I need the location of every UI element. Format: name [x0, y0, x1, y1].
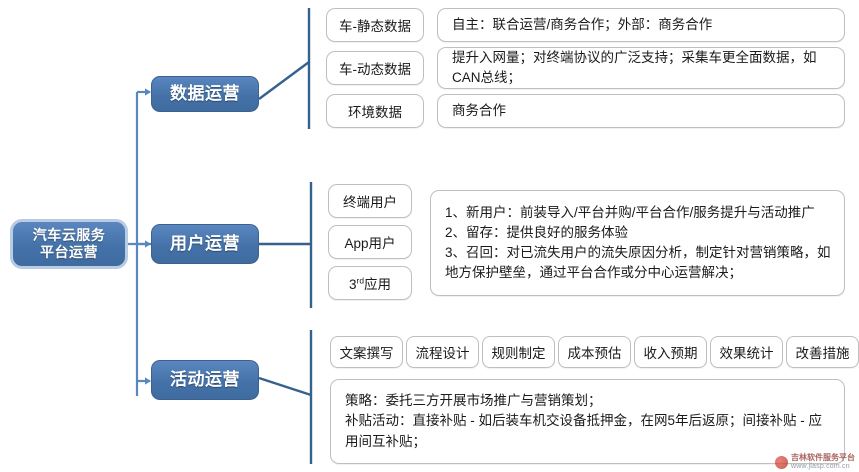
tag-vehicle-static-data-label: 车-静态数据: [339, 19, 411, 34]
chip-revenue-forecast-label: 收入预期: [643, 346, 698, 361]
node-data-operations-label: 数据运营: [170, 83, 240, 103]
connector-group-3-diagonal: [258, 376, 312, 397]
tag-environment-data-label: 环境数据: [348, 105, 402, 120]
detail-vehicle-dynamic-data: 提升入网量；对终端协议的广泛支持；采集车更全面数据，如CAN总线；: [437, 47, 845, 89]
node-root[interactable]: 汽车云服务 平台运营: [10, 219, 128, 269]
chip-improvement-measures[interactable]: 改善措施: [786, 336, 859, 368]
tag-terminal-user-label: 终端用户: [343, 195, 397, 210]
watermark-text: 吉林软件服务平台 www.jlasp.com.cn: [791, 453, 855, 470]
tag-app-user-label: App用户: [344, 236, 396, 251]
chip-improvement-measures-label: 改善措施: [795, 346, 850, 361]
tag-third-party-app-sup: rd: [356, 275, 364, 286]
tag-app-user[interactable]: App用户: [328, 225, 412, 259]
detail-vehicle-dynamic-data-text: 提升入网量；对终端协议的广泛支持；采集车更全面数据，如CAN总线；: [452, 49, 817, 85]
tag-environment-data[interactable]: 环境数据: [326, 94, 424, 128]
tag-third-party-app-prefix: 3: [349, 277, 357, 292]
detail-campaign-operations-text: 策略：委托三方开展市场推广与营销策划； 补贴活动：直接补贴 - 如后装车机交设备…: [345, 393, 823, 449]
chip-copywriting-label: 文案撰写: [339, 346, 394, 361]
tag-vehicle-dynamic-data-label: 车-动态数据: [339, 62, 411, 77]
chip-process-design[interactable]: 流程设计: [406, 336, 479, 368]
detail-environment-data-text: 商务合作: [452, 102, 506, 118]
detail-vehicle-static-data-text: 自主：联合运营/商务合作；外部：商务合作: [452, 16, 713, 32]
chip-rule-making-label: 规则制定: [491, 346, 546, 361]
chip-effect-statistics-label: 效果统计: [719, 346, 774, 361]
tag-third-party-app-suffix: 应用: [363, 277, 391, 292]
chip-process-design-label: 流程设计: [415, 346, 470, 361]
node-root-label: 汽车云服务 平台运营: [32, 226, 106, 260]
detail-environment-data: 商务合作: [437, 94, 845, 128]
chip-revenue-forecast[interactable]: 收入预期: [634, 336, 707, 368]
node-user-operations-label: 用户运营: [170, 233, 240, 253]
detail-campaign-operations: 策略：委托三方开展市场推广与营销策划； 补贴活动：直接补贴 - 如后装车机交设备…: [330, 379, 845, 464]
node-campaign-operations[interactable]: 活动运营: [151, 360, 259, 400]
chip-copywriting[interactable]: 文案撰写: [330, 336, 403, 368]
watermark-url: www.jlasp.com.cn: [791, 462, 850, 470]
node-campaign-operations-label: 活动运营: [170, 369, 240, 389]
watermark-logo-icon: [775, 455, 788, 469]
connector-group-1-diagonal: [258, 61, 310, 100]
tag-third-party-app[interactable]: 3rd应用: [328, 266, 412, 300]
chip-cost-estimation-label: 成本预估: [567, 346, 622, 361]
detail-user-operations: 1、新用户：前装导入/平台并购/平台合作/服务提升与活动推广 2、留存：提供良好…: [430, 190, 845, 296]
tag-third-party-app-label: 3rd应用: [349, 273, 391, 293]
watermark-title: 吉林软件服务平台: [791, 453, 855, 463]
watermark: 吉林软件服务平台 www.jlasp.com.cn: [775, 453, 855, 470]
detail-vehicle-static-data: 自主：联合运营/商务合作；外部：商务合作: [437, 8, 845, 42]
tag-vehicle-static-data[interactable]: 车-静态数据: [326, 8, 424, 42]
chip-cost-estimation[interactable]: 成本预估: [558, 336, 631, 368]
detail-user-operations-text: 1、新用户：前装导入/平台并购/平台合作/服务提升与活动推广 2、留存：提供良好…: [445, 204, 831, 281]
tag-vehicle-dynamic-data[interactable]: 车-动态数据: [326, 51, 424, 85]
node-data-operations[interactable]: 数据运营: [151, 76, 259, 112]
chip-effect-statistics[interactable]: 效果统计: [710, 336, 783, 368]
chip-rule-making[interactable]: 规则制定: [482, 336, 555, 368]
tag-terminal-user[interactable]: 终端用户: [328, 184, 412, 218]
node-user-operations[interactable]: 用户运营: [151, 224, 259, 264]
